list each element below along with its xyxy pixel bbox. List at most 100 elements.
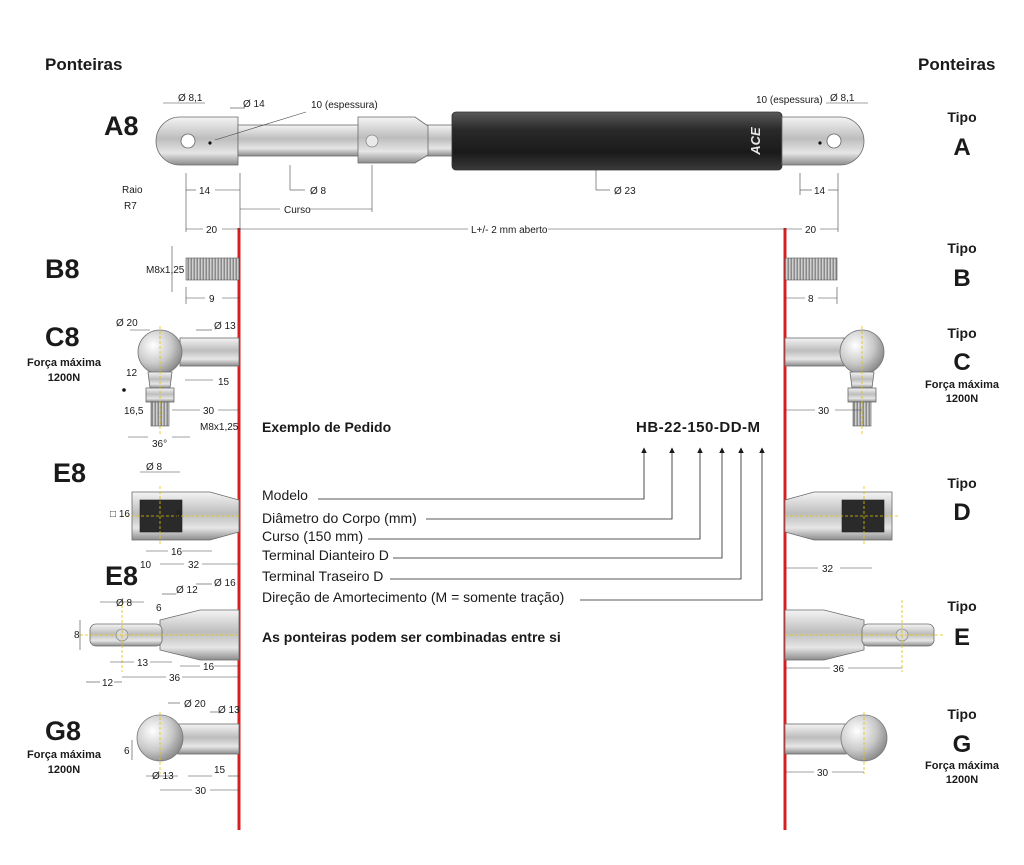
dim-d14: Ø 14 [243,99,265,110]
tipo-g-word: Tipo [947,706,976,722]
dim-thickness-right: 10 (espessura) [756,95,823,106]
order-code: HB-22-150-DD-M [636,419,761,436]
eye-end-left [155,116,239,166]
dim-w14-right: 14 [814,186,826,197]
dim-radius-value: R7 [124,201,137,212]
dim-c-angle: 36° [152,439,167,450]
dim-d-h8: 8 [176,509,182,520]
dim-e-h6: 6 [156,603,162,614]
dim-g-w15: 15 [214,765,226,776]
dim-d8: Ø 8 [310,186,327,197]
order-footnote: As ponteiras podem ser combinadas entre … [262,629,561,645]
thread-stud-left [185,257,240,281]
dim-c-h16-5: 16,5 [124,406,144,417]
dim-b-thread: M8x1,25 [146,265,185,276]
dim-d8-1-right: Ø 8,1 [830,93,855,104]
dim-d-h10: 10 [140,560,152,571]
dim-b-w9: 9 [209,294,215,305]
order-example: Exemplo de Pedido HB-22-150-DD-M Modelo … [262,419,765,645]
e-body-right [784,609,865,661]
c8-body-left [179,337,240,367]
dim-e-d12: Ø 12 [176,585,198,596]
tipo-c-note-line1: Força máxima [925,379,1000,391]
tipo-b-letter: B [953,265,970,292]
dim-g-h6: 6 [124,746,130,757]
left-header: Ponteiras [45,55,122,74]
type-b-label: Tipo B [947,240,976,292]
end-fitting-d-clevis: Ø 8 □ 16 8 16 10 32 32 [110,462,898,575]
c8-neck-left [147,371,173,389]
tipo-e-word: Tipo [947,598,976,614]
dim-d-d8: Ø 8 [146,462,163,473]
type-a-label: Tipo A [947,109,976,161]
c8-neck-right [849,371,875,389]
dim-d8-1-left: Ø 8,1 [178,93,203,104]
right-header: Ponteiras [918,55,995,74]
main-dimensions: Ø 8,1 Ø 14 10 (espessura) 10 (espessura)… [122,93,868,236]
rod-guide [357,116,429,164]
e-body-left [159,609,240,661]
order-line-stroke: Curso (150 mm) [262,528,363,544]
dim-e-w12: 12 [102,678,114,689]
tipo-a-letter: A [953,134,970,161]
dim-c-w30: 30 [203,406,215,417]
g8-body-right [784,723,847,755]
c8-note-line2: 1200N [48,372,80,384]
type-c-label: Tipo C Força máxima 1200N [925,325,1000,405]
end-fitting-c8: Ø 20 Ø 13 12 15 16,5 30 M8x1,25 36° 30 [116,318,885,450]
dim-c-w15: 15 [218,377,230,388]
c8-note-line1: Força máxima [27,357,102,369]
dim-d23: Ø 23 [614,186,636,197]
dim-g-d20: Ø 20 [184,699,206,710]
dim-c-thread: M8x1,25 [200,422,239,433]
thread-stud-right [784,257,838,281]
dim-d-w32: 32 [188,560,200,571]
tipo-g-note-line1: Força máxima [925,760,1000,772]
dim-c-d13: Ø 13 [214,321,236,332]
type-e-label: Tipo E [947,598,976,651]
tipo-c-note-line2: 1200N [946,393,978,405]
dim-w20-left: 20 [206,225,218,236]
code-e8-second: E8 [105,561,138,591]
c8-nut-right [847,387,877,403]
code-c8: C8 [45,322,80,352]
dim-d-w16: 16 [171,547,183,558]
tipo-d-letter: D [953,499,970,526]
dim-g-d13: Ø 13 [152,771,174,782]
c8-nut-left [145,387,175,403]
dim-e-h8: 8 [74,630,80,641]
end-fitting-e-angle-joint: Ø 8 Ø 12 Ø 16 6 8 13 16 12 36 36 [74,578,944,689]
dim-c-d20: Ø 20 [116,318,138,329]
tipo-c-word: Tipo [947,325,976,341]
dim-radius-word: Raio [122,185,143,196]
dim-d-w32-right: 32 [822,564,834,575]
dim-d-sq16: □ 16 [110,509,130,520]
dim-e-w36: 36 [169,673,181,684]
gas-spring-main: ACE [155,111,865,171]
eye-end-right [781,116,865,166]
dim-e-d16: Ø 16 [214,578,236,589]
dim-stroke: Curso [284,205,311,216]
dim-thickness-left: 10 (espessura) [311,100,378,111]
code-g8: G8 [45,716,81,746]
g8-body-left [177,723,240,755]
tipo-c-letter: C [953,349,970,376]
dim-c-w30-right: 30 [818,406,830,417]
tipo-g-note-line2: 1200N [946,774,978,786]
type-g-label: Tipo G Força máxima 1200N [925,706,1000,786]
dim-g-d13-top: Ø 13 [218,705,240,716]
eye-center-dot-left [208,141,212,145]
eye-center-dot-right [818,141,822,145]
order-line-model: Modelo [262,487,308,503]
order-line-damping-direction: Direção de Amortecimento (M = somente tr… [262,589,564,605]
dim-w14-left: 14 [199,186,211,197]
code-b8: B8 [45,254,80,284]
type-d-label: Tipo D [947,475,976,526]
brand-mark: ACE [748,127,763,156]
g8-note-line2: 1200N [48,764,80,776]
dim-e-d8: Ø 8 [116,598,133,609]
dim-overall-length: L+/- 2 mm aberto [471,225,548,236]
tipo-g-letter: G [953,731,972,758]
code-a8: A8 [104,111,139,141]
